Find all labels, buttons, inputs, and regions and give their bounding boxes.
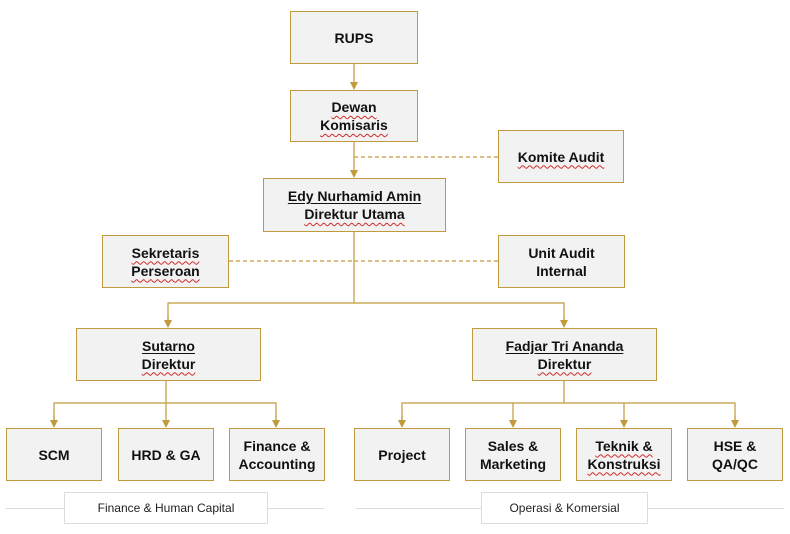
group-label-finance-human-capital: Finance & Human Capital bbox=[64, 492, 268, 524]
node-unit-audit-internal: Unit Audit Internal bbox=[498, 235, 625, 288]
node-komite-audit: Komite Audit bbox=[498, 130, 624, 183]
connector-fadjar-branches bbox=[401, 402, 736, 424]
node-sekretaris-perseroan: Sekretaris Perseroan bbox=[102, 235, 229, 288]
node-rups: RUPS bbox=[290, 11, 418, 64]
node-hse-qa-qc: HSE & QA/QC bbox=[687, 428, 783, 481]
node-finance-accounting: Finance & Accounting bbox=[229, 428, 325, 481]
node-project: Project bbox=[354, 428, 450, 481]
connector-sutarno-branches bbox=[53, 402, 277, 424]
node-direktur-sutarno: Sutarno Direktur bbox=[76, 328, 261, 381]
connector-dirut-to-directors bbox=[167, 302, 565, 324]
group-label-operasi-komersial: Operasi & Komersial bbox=[481, 492, 648, 524]
node-hrd-ga: HRD & GA bbox=[118, 428, 214, 481]
node-dewan-komisaris: Dewan Komisaris bbox=[290, 90, 418, 142]
node-sales-marketing: Sales & Marketing bbox=[465, 428, 561, 481]
node-teknik-konstruksi: Teknik & Konstruksi bbox=[576, 428, 672, 481]
node-direktur-fadjar: Fadjar Tri Ananda Direktur bbox=[472, 328, 657, 381]
node-direktur-utama: Edy Nurhamid Amin Direktur Utama bbox=[263, 178, 446, 232]
node-scm: SCM bbox=[6, 428, 102, 481]
